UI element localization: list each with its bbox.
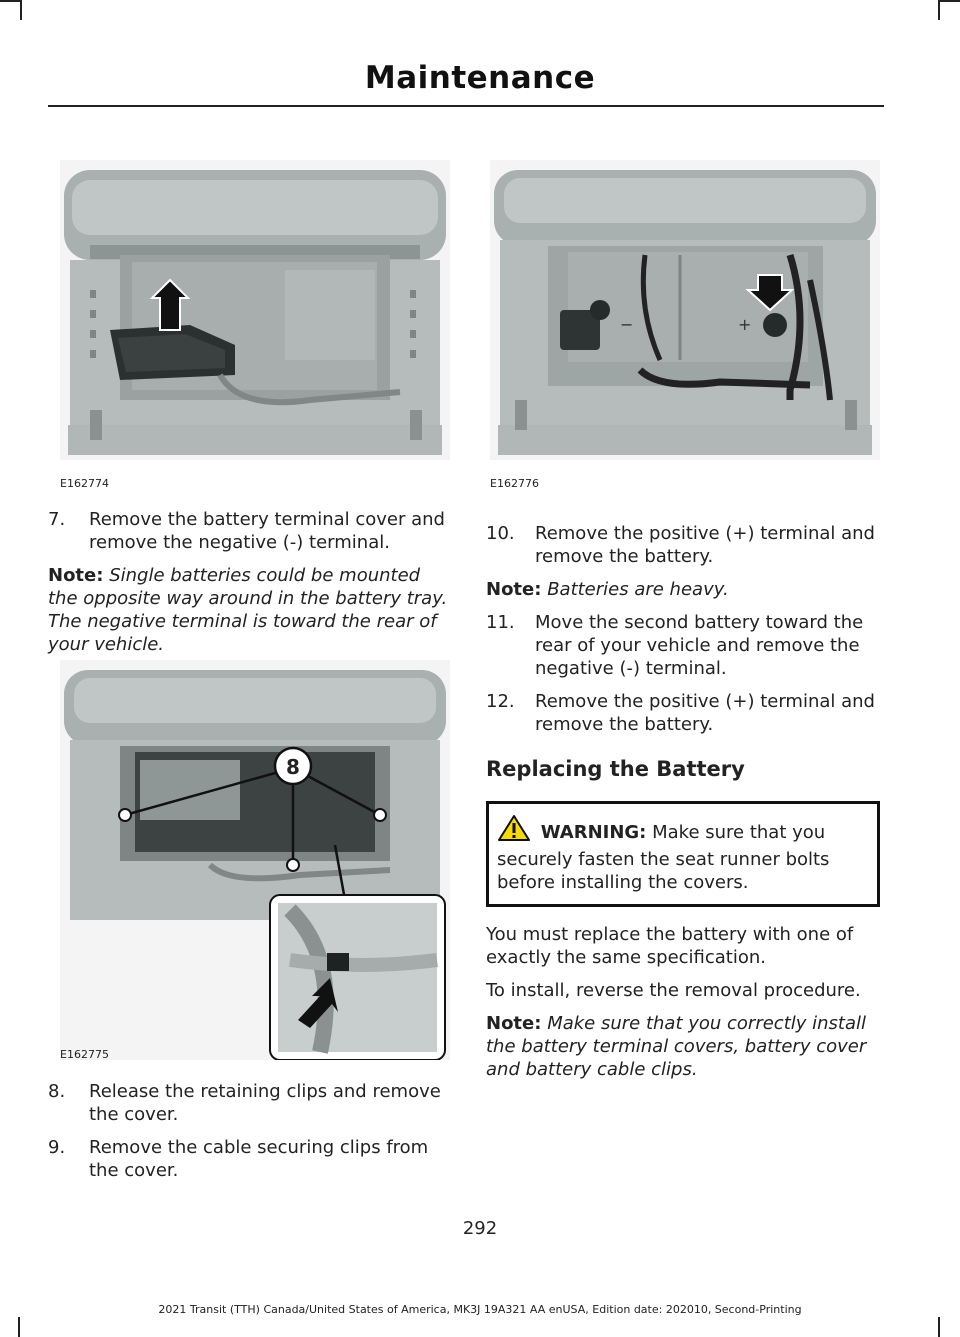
step-number: 11. [486,612,515,633]
step-number: 10. [486,523,515,544]
warning-text: Make sure that you securely fasten the s… [497,822,830,893]
step-number: 7. [48,509,66,530]
step-text: Release the retaining clips and remove t… [89,1081,441,1125]
warning-icon [497,814,531,848]
step-number: 12. [486,691,515,712]
crop-mark [18,1317,20,1337]
step-10: 10. Remove the positive (+) terminal and… [486,522,880,568]
note-label: Note: [486,579,542,600]
section-heading: Replacing the Battery [486,757,745,781]
figure-battery-terminals: − + [490,160,880,460]
figure-battery-cover [60,160,450,460]
figure-cover-clips [60,660,450,1060]
step-number: 9. [48,1137,66,1158]
crop-mark [938,1317,940,1337]
crop-mark [0,0,20,2]
note-text: Batteries are heavy. [547,579,729,600]
paragraph: You must replace the battery with one of… [486,924,854,968]
arrow-icon [298,978,338,1028]
step-text: Remove the positive (+) terminal and rem… [535,691,875,735]
step-11: 11. Move the second battery toward the r… [486,611,880,680]
figure-code: E162774 [60,477,109,490]
step-7: 7. Remove the battery terminal cover and… [48,508,448,554]
note-label: Note: [48,565,104,586]
step-9: 9. Remove the cable securing clips from … [48,1136,448,1182]
step-text: Remove the cable securing clips from the… [89,1137,429,1181]
arrow-down-icon [745,274,795,312]
step-text: Remove the positive (+) terminal and rem… [535,523,875,567]
note: Note: Single batteries could be mounted … [48,564,448,656]
page-title: Maintenance [364,60,596,96]
note-text: Make sure that you correctly install the… [486,1013,867,1080]
crop-mark [20,0,22,20]
step-number: 8. [48,1081,66,1102]
figure-code: E162776 [490,477,539,490]
right-column-text: 10. Remove the positive (+) terminal and… [486,522,880,1091]
note: Note: Batteries are heavy. [486,578,880,601]
step-12: 12. Remove the positive (+) terminal and… [486,690,880,736]
svg-text:−: − [620,315,633,334]
footer-edition: 2021 Transit (TTH) Canada/United States … [158,1303,802,1316]
note-text: Single batteries could be mounted the op… [48,565,448,655]
warning-box: WARNING: Make sure that you securely fas… [486,801,880,907]
crop-mark [938,0,940,20]
left-column-text-lower: 8. Release the retaining clips and remov… [48,1080,448,1192]
note-label: Note: [486,1013,542,1034]
crop-mark [940,0,960,2]
step-8: 8. Release the retaining clips and remov… [48,1080,448,1126]
page-number: 292 [462,1218,498,1239]
figure-code: E162775 [60,1048,109,1061]
title-divider [48,105,884,107]
left-column-text: 7. Remove the battery terminal cover and… [48,508,448,666]
warning-label: WARNING: [540,822,647,843]
paragraph: To install, reverse the removal procedur… [486,980,861,1001]
svg-text:+: + [738,315,751,334]
arrow-up-icon [149,278,191,331]
callout-number: 8 [286,755,300,779]
step-text: Move the second battery toward the rear … [535,612,864,679]
note: Note: Make sure that you correctly insta… [486,1012,880,1081]
step-text: Remove the battery terminal cover and re… [89,509,445,553]
